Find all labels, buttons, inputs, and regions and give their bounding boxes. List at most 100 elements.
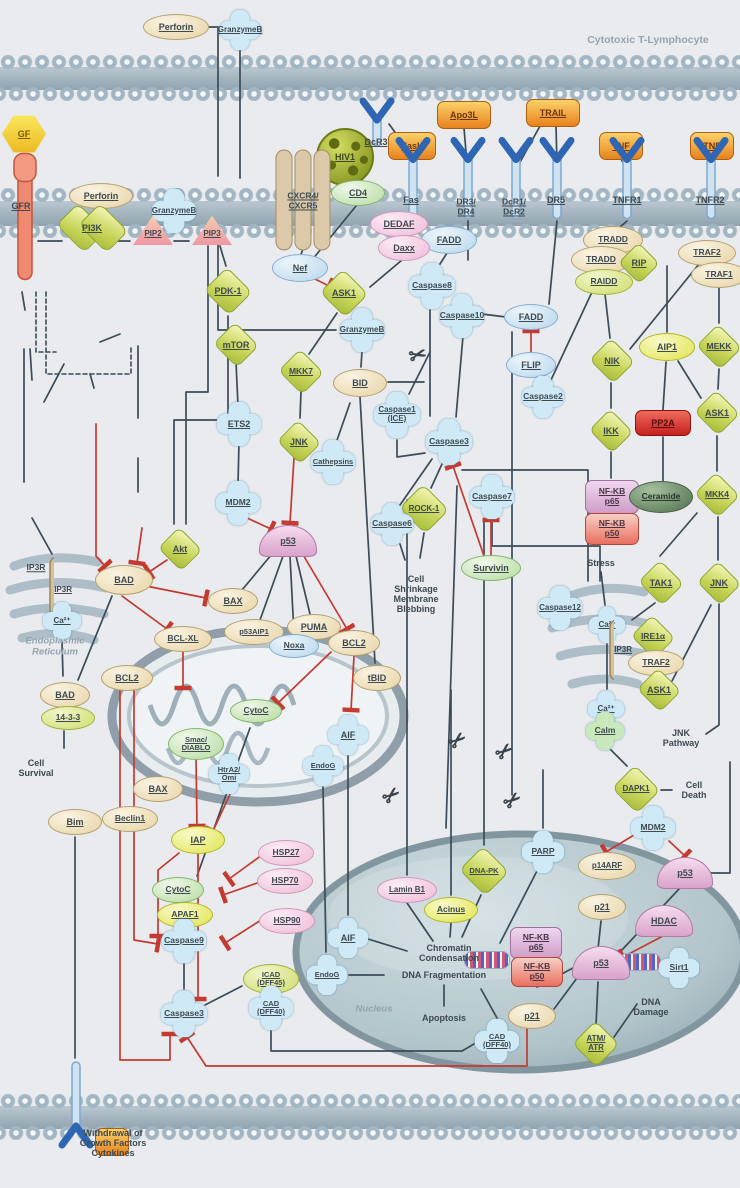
iap: IAP	[171, 826, 225, 854]
withdrawal-receptor	[56, 1060, 96, 1150]
mkk7: MKK7	[277, 348, 325, 396]
caspase3-a: Caspase3	[426, 419, 472, 465]
rip: RIP	[618, 242, 660, 284]
bax-2: BAX	[133, 776, 183, 802]
rock-1: ROCK-1	[398, 483, 450, 535]
cathepsins: Cathepsins	[311, 440, 355, 484]
pp2a: PP2A	[635, 410, 691, 436]
nucleus-label: Nucleus	[355, 1003, 393, 1015]
endog-2: EndoG	[307, 955, 347, 995]
mdm2-a: MDM2	[216, 481, 260, 525]
fas-label: Fas	[403, 194, 419, 205]
p21-b: p21	[508, 1003, 556, 1029]
caspase1-ice: Caspase1(ICE)	[374, 392, 420, 438]
daxx: Daxx	[378, 235, 430, 261]
cytoc-mito: CytoC	[230, 699, 282, 723]
beclin1: Beclin1	[102, 806, 158, 832]
dapk1: DAPK1	[611, 764, 661, 814]
scissors-3: ✂	[490, 737, 519, 767]
dcr3-receptor	[357, 96, 397, 148]
tnfr2-receptor	[691, 136, 731, 221]
gfr-label: GFR	[11, 200, 31, 211]
ikk: IKK	[588, 408, 634, 454]
bad-1: BAD	[95, 565, 153, 595]
lamin-b1: Lamin B1	[377, 877, 437, 903]
ceramide: Ceramide	[629, 481, 693, 513]
cad-dff40-1: CAD(DFF40)	[249, 986, 293, 1030]
gfr-receptor	[9, 148, 41, 283]
perforin-top: Perforin	[143, 14, 209, 40]
mtor: mTOR	[212, 321, 260, 369]
traf1: TRAF1	[691, 262, 740, 288]
bcl2-left: BCL2	[101, 665, 153, 691]
p21-a: p21	[578, 894, 626, 920]
akt: Akt	[157, 526, 203, 572]
cytoc-2: CytoC	[152, 877, 204, 903]
pdk-1: PDK-1	[203, 266, 253, 316]
ask1-a: ASK1	[319, 268, 369, 318]
ire1a: IRE1α	[630, 614, 676, 660]
scissors-4: ✂	[377, 781, 406, 811]
dr5-receptor	[537, 136, 577, 221]
atm-atr: ATM/ATR	[572, 1020, 620, 1068]
cd4: CD4	[331, 180, 385, 206]
mdm2-b: MDM2	[631, 806, 675, 850]
bax-1: BAX	[208, 588, 258, 614]
caspase3-b: Caspase3	[161, 991, 207, 1037]
withdrawal-blob	[95, 1128, 129, 1156]
tak1: TAK1	[637, 559, 685, 607]
bim: Bim	[48, 809, 102, 835]
ask1-b: ASK1	[693, 389, 740, 437]
dna-frag-label: DNA Fragmentation	[401, 969, 487, 980]
aif-2: AIF	[328, 918, 368, 958]
sirt1: Sirt1	[659, 948, 699, 988]
flip: FLIP	[506, 352, 556, 378]
perforin-mem: Perforin	[69, 183, 133, 209]
noxa: Noxa	[269, 634, 319, 658]
ask1-c: ASK1	[636, 667, 682, 713]
aip1: AIP1	[639, 333, 695, 361]
p14arf: p14ARF	[578, 852, 636, 880]
dedaf: DEDAF	[370, 211, 428, 237]
ets2: ETS2	[217, 402, 261, 446]
tnfr1-label: TNFR1	[612, 194, 642, 205]
apoptosis-label: Apoptosis	[422, 1012, 466, 1023]
endog-mito: EndoG	[303, 746, 343, 786]
dr5-label: DR5	[546, 194, 566, 205]
cytotoxic-t-lymphocyte-label: Cytotoxic T-Lymphocyte	[587, 34, 709, 47]
tbid: tBID	[353, 665, 401, 691]
trail: TRAIL	[526, 99, 580, 127]
dcr1-dcr2-label: DcR1/DcR2	[501, 196, 527, 216]
bad-2: BAD	[40, 682, 90, 708]
caspase7: Caspase7	[470, 475, 514, 519]
bcl-xl: BCL-XL	[154, 626, 212, 652]
ca-er-left: Ca²⁺	[43, 602, 81, 640]
mkk4: MKK4	[693, 471, 740, 519]
acinus: Acinus	[424, 897, 478, 923]
parp: PARP	[522, 831, 564, 873]
apo3l: Apo3L	[437, 101, 491, 129]
membrane-tcell	[0, 55, 740, 101]
dcr3-label: DcR3	[364, 136, 388, 147]
caspase6: Caspase6	[371, 503, 413, 545]
mekk: MEKK	[695, 323, 740, 371]
scissors-2: ✂	[443, 726, 472, 756]
caspase10: Caspase10	[440, 294, 484, 338]
htra2-omi: HtrA2/Omi	[209, 754, 249, 794]
hsp90: HSP90	[259, 908, 315, 934]
tnfr2-label: TNFR2	[695, 194, 725, 205]
cad-dff40-2: CAD(DFF40)	[475, 1019, 519, 1063]
cxcr4-cxcr5-label: CXCR4/CXCR5	[287, 190, 319, 210]
granzymeb-top: GranzymeB	[218, 10, 262, 50]
bcl2-mito: BCL2	[328, 630, 380, 656]
dna-strand-1	[464, 951, 510, 969]
